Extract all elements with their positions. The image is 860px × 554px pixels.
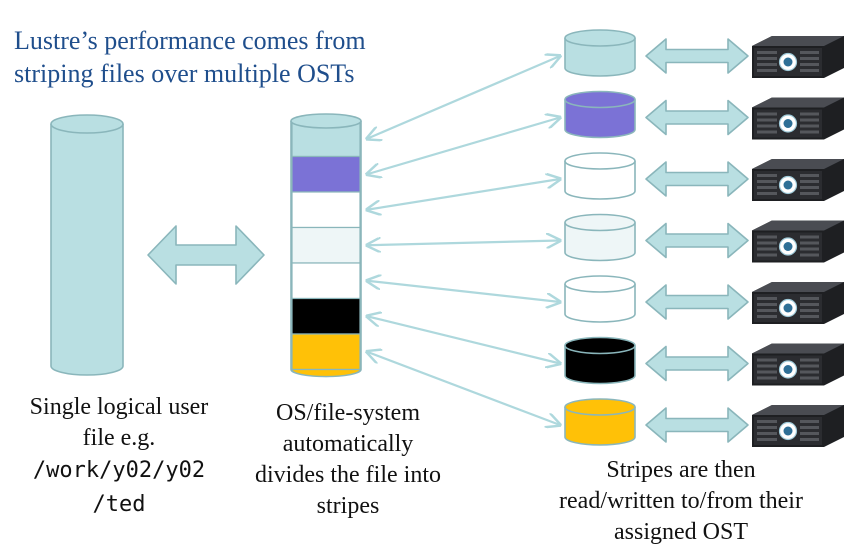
caption-striping-line-1: OS/file-system: [276, 400, 420, 426]
caption-striping-line-2: automatically: [282, 431, 414, 457]
ost-stripe-cylinder-4: [564, 213, 636, 262]
ost-server-icon-2: [752, 97, 844, 140]
ost-stripe-cylinder-2: [564, 90, 636, 139]
stripe-4-pale: [291, 226, 361, 264]
ost-double-arrow-icon-1: [645, 38, 749, 74]
caption-osts: Stripes are then read/written to/from th…: [520, 455, 842, 548]
stripe-connector-4: [367, 241, 560, 246]
ost-server-icon-5: [752, 282, 844, 324]
stripe-connector-3: [367, 179, 560, 210]
stripe-6-black: [291, 297, 361, 335]
stripe-connector-5: [367, 281, 560, 302]
ost-double-arrow-icon-3: [645, 161, 749, 197]
ost-stripe-cylinder-5: [564, 275, 636, 323]
ost-stripe-cylinder-3: [564, 152, 636, 200]
stripe-5-white: [291, 262, 361, 300]
stripe-connector-6: [367, 316, 560, 363]
slide-title: Lustre’s performance comes from striping…: [14, 24, 454, 90]
ost-stripe-cylinder-7: [564, 398, 636, 446]
stripe-7-gold: [291, 333, 361, 371]
stack-bottom-cap: [291, 368, 361, 378]
caption-striping-line-4: stripes: [316, 493, 380, 519]
caption-striping: OS/file-system automatically divides the…: [232, 398, 464, 522]
stripe-connector-2: [367, 118, 560, 175]
ost-server-icon-1: [752, 36, 844, 78]
ost-double-arrow-icon-4: [645, 222, 749, 259]
file-path-line-2: /ted: [92, 492, 146, 517]
striped-file-stack: [290, 113, 362, 378]
ost-double-arrow-icon-6: [645, 345, 749, 382]
stack-top-cap: [290, 113, 362, 129]
user-file-cylinder-icon: [50, 114, 124, 376]
ost-server-icon-3: [752, 159, 844, 201]
ost-server-icon-7: [752, 405, 844, 447]
stripe-2-purple: [291, 155, 361, 193]
stripe-3-white: [291, 191, 361, 229]
ost-double-arrow-icon-7: [645, 407, 749, 443]
stripe-connector-7: [367, 352, 560, 425]
caption-striping-line-3: divides the file into: [255, 462, 441, 488]
file-path-line-1: /work/y02/y02: [32, 458, 206, 483]
caption-user-file-line-2: file e.g.: [82, 425, 156, 451]
caption-osts-line-2: read/written to/from their: [559, 488, 803, 514]
caption-osts-line-1: Stripes are then: [606, 457, 756, 483]
caption-osts-line-3: assigned OST: [614, 519, 748, 545]
ost-stripe-cylinder-1: [564, 29, 636, 77]
split-double-arrow-icon: [147, 225, 265, 285]
caption-user-file-line-1: Single logical user: [29, 394, 209, 420]
caption-user-file: Single logical user file e.g. /work/y02/…: [0, 392, 238, 522]
ost-stripe-cylinder-6: [564, 336, 636, 385]
title-line-2: striping files over multiple OSTs: [14, 59, 355, 88]
ost-double-arrow-icon-5: [645, 284, 749, 320]
ost-server-icon-6: [752, 343, 844, 386]
ost-server-icon-4: [752, 220, 844, 263]
ost-double-arrow-icon-2: [645, 99, 749, 136]
title-line-1: Lustre’s performance comes from: [14, 26, 366, 55]
